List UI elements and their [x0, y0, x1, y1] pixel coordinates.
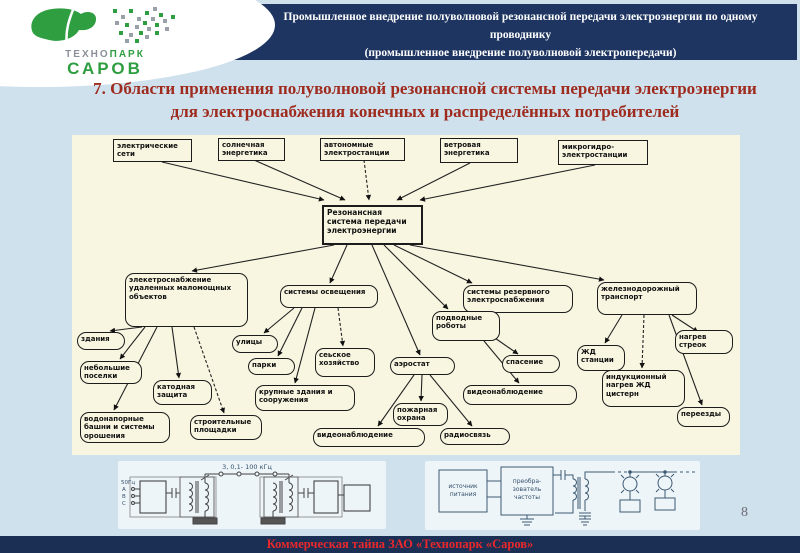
diagram-node-src1: солнечная энергетика: [218, 138, 285, 161]
diagram-node-rescue: спасение: [502, 355, 560, 373]
logo-swoosh: [65, 4, 77, 46]
diagram-node-rail_stations: ЖД станции: [577, 345, 625, 371]
svg-text:50Гц: 50Гц: [121, 480, 135, 486]
logo-graphic-icon: [31, 4, 175, 46]
svg-text:питания: питания: [450, 491, 477, 498]
header-title-line1: Промышленное внедрение полуволновой резо…: [283, 11, 758, 41]
svg-text:зователь: зователь: [513, 486, 542, 493]
diagram-node-cctv_right: видеонаблюдение: [463, 385, 577, 405]
diagram-node-aerostat: аэростат: [390, 357, 455, 375]
svg-text:А: А: [122, 487, 126, 493]
technopark-sarov-logo: ТЕХНОПАРК САРОВ: [25, 4, 185, 78]
slide-title-line2: для электроснабжения конечных и распреде…: [170, 101, 680, 121]
slide-title: 7. Области применения полуволновой резон…: [58, 78, 792, 124]
diagram-node-underwater: подводные роботы: [432, 311, 500, 341]
diagram-node-src2: автономные электростанции: [320, 138, 405, 161]
circuit-panel-right: источник питания преобра- зователь часто…: [425, 461, 700, 530]
diagram-node-src4: микрогидро-электростанции: [558, 140, 648, 165]
diagram-node-lighting: системы освещения: [280, 285, 378, 308]
slide-title-line1: 7. Области применения полуволновой резон…: [93, 79, 757, 98]
logo-green-blob: [31, 8, 97, 41]
diagram-node-remote_supply: элекетроснабжение удаленных маломощных о…: [125, 273, 248, 327]
diagram-node-crossings: переезды: [677, 407, 730, 427]
diagram-node-cathodic: катодная защита: [153, 380, 212, 405]
single-wire-line-schematic: 3, 0,1- 100 кГц: [121, 463, 371, 525]
diagram-node-switch_heating: нагрев стреок: [675, 330, 733, 354]
street-lighting-schematic: источник питания преобра- зователь часто…: [438, 466, 695, 526]
circuit-panel-left: 3, 0,1- 100 кГц: [118, 461, 386, 529]
application-areas-diagram: электрические сети солнечная энергетика ав…: [72, 135, 740, 455]
diagram-node-backup: системы резервного электроснабжения: [463, 285, 573, 313]
diagram-node-railway: железнодорожный транспорт: [597, 282, 697, 315]
diagram-node-large_buildings: крупные здания и сооружения: [255, 385, 355, 411]
svg-text:С: С: [122, 501, 126, 507]
page-number: 8: [741, 505, 748, 520]
header-title-line2: (промышленное внедрение полуволновой эле…: [364, 46, 677, 59]
left-schematic-wires: [129, 471, 371, 525]
right-schematic-labels: источник питания преобра- зователь часто…: [448, 478, 541, 501]
right-schematic-wires: [438, 466, 695, 526]
diagram-node-watertowers: водонапорные башни и системы орошения: [80, 412, 170, 443]
diagram-node-construction: строительные площадки: [190, 415, 262, 440]
diagram-node-agriculture: сеьское хозяйство: [315, 348, 375, 377]
frequency-label: 3, 0,1- 100 кГц: [222, 463, 272, 471]
diagram-node-radio: радиосвязь: [440, 428, 510, 445]
svg-text:источник: источник: [448, 483, 478, 490]
diagram-node-fire: пожарная охрана: [393, 403, 448, 426]
header-title: Промышленное внедрение полуволновой резо…: [255, 9, 786, 62]
diagram-node-buildings: здания: [77, 332, 125, 350]
diagram-node-center: Резонансная система передачи электроэнер…: [322, 205, 423, 245]
footer-band: Коммерческая тайна ЗАО «Технопарк «Саров…: [0, 536, 800, 553]
diagram-node-src3: ветровая энергетика: [440, 138, 518, 163]
svg-text:преобра-: преобра-: [513, 478, 541, 485]
svg-text:частоты: частоты: [514, 494, 540, 501]
confidential-notice: Коммерческая тайна ЗАО «Технопарк «Саров…: [266, 537, 534, 551]
diagram-node-src0: электрические сети: [113, 139, 192, 162]
diagram-node-streets: улицы: [232, 335, 278, 353]
diagram-node-induction: индукционный нагрев ЖД цистерн: [602, 370, 685, 407]
logo-pixel-dots: [113, 7, 175, 43]
diagram-node-villages: небольшие поселки: [80, 361, 142, 384]
svg-text:В: В: [122, 494, 126, 500]
diagram-node-parks: парки: [248, 358, 295, 375]
logo-text-technopark: ТЕХНОПАРК: [65, 49, 145, 60]
logo-text-sarov: САРОВ: [67, 59, 143, 78]
diagram-node-cctv_left: видеонаблюдение: [313, 428, 425, 447]
phase-labels: 50Гц А В С: [121, 480, 135, 507]
